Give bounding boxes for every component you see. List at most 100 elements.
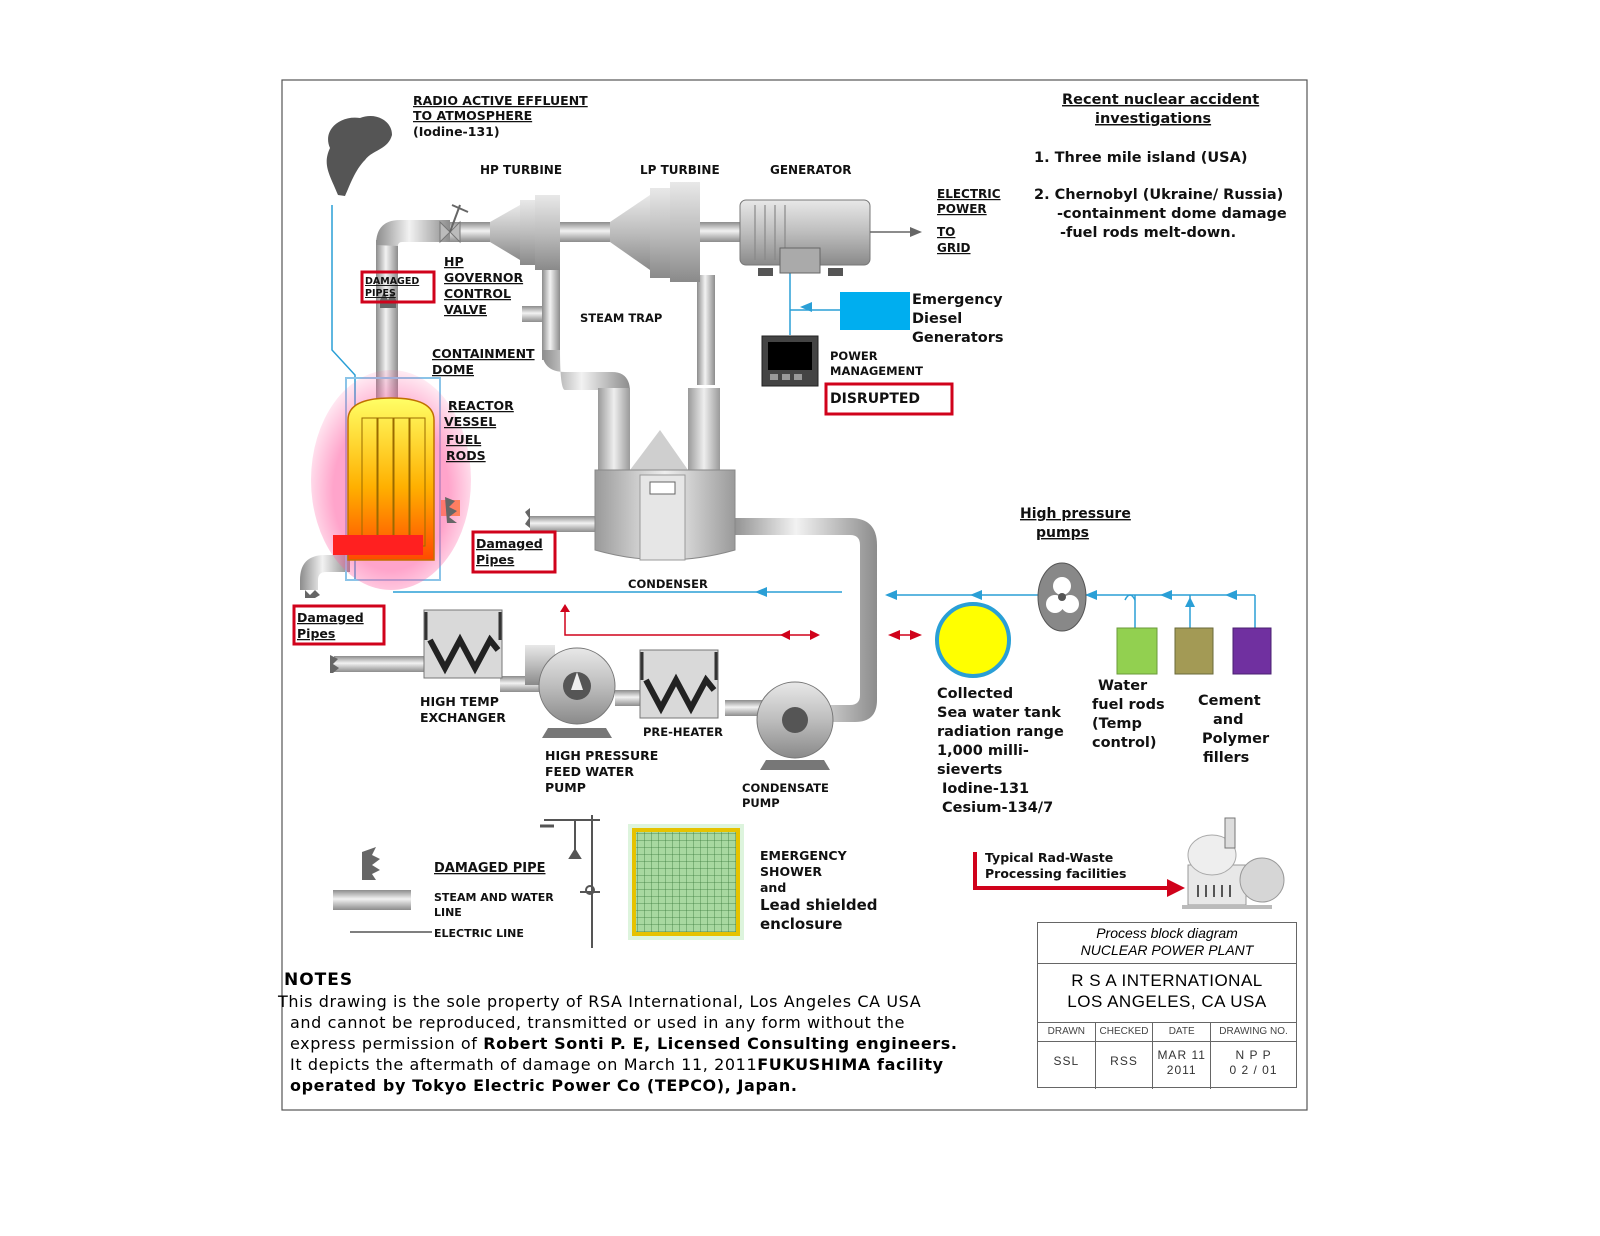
pre-heater-icon: [639, 649, 719, 719]
cement-polymer-line2: and: [1213, 712, 1244, 728]
emergency-diesel-box: [840, 292, 910, 330]
electric-power-line2: POWER: [937, 202, 987, 216]
notes-line2: and cannot be reproduced, transmitted or…: [290, 1013, 906, 1032]
investigation-item-3: -containment dome damage: [1057, 206, 1287, 222]
rad-waste-line2: Processing facilities: [985, 866, 1126, 881]
condensate-pump-line1: CONDENSATE: [742, 781, 829, 795]
date-value-line2: 2011: [1166, 1063, 1197, 1077]
sea-water-tank-icon: [935, 602, 1011, 678]
effluent-label: RADIO ACTIVE EFFLUENT TO ATMOSPHERE (Iod…: [413, 93, 588, 139]
notes-line5-bold: operated by Tokyo Electric Power Co (TEP…: [290, 1076, 798, 1095]
cement-polymer-line1: Cement: [1198, 693, 1261, 709]
effluent-label-line2: TO ATMOSPHERE: [413, 108, 532, 123]
hp-feed-water-pump-line1: HIGH PRESSURE: [545, 748, 658, 763]
hp-governor-line1: HP: [444, 254, 464, 269]
title-block-company: R S A INTERNATIONAL LOS ANGELES, CA USA: [1038, 964, 1296, 1023]
containment-dome-line2: DOME: [432, 362, 474, 377]
notes-line5: operated by Tokyo Electric Power Co (TEP…: [284, 1075, 1004, 1096]
reactor-vessel-label: REACTOR VESSEL: [444, 398, 514, 429]
investigations-panel: Recent nuclear accident investigations 1…: [1034, 92, 1287, 241]
date-value-line1: MAR 11: [1157, 1048, 1206, 1062]
notes-line4-bold: FUKUSHIMA facility: [757, 1055, 944, 1074]
investigation-item-1: 1. Three mile island (USA): [1034, 150, 1247, 166]
title-block-subtitle-line2: NUCLEAR POWER PLANT: [1080, 942, 1254, 958]
steam-pipes: [300, 220, 877, 722]
drawing-frame: [281, 79, 1308, 1111]
collected-tank-line5: sieverts: [937, 762, 1002, 778]
reactor-vessel-line2: VESSEL: [444, 414, 496, 429]
generator-icon: [739, 199, 922, 276]
cement-polymer-line4: fillers: [1203, 750, 1249, 766]
damaged-pipes-left-line1: Damaged: [297, 610, 364, 625]
lp-turbine-label: LP TURBINE: [640, 163, 720, 177]
hp-turbine-label: HP TURBINE: [480, 163, 562, 177]
emergency-diesel-line3: Generators: [912, 330, 1004, 346]
checked-value: RSS: [1110, 1054, 1138, 1068]
high-temp-exchanger-line1: HIGH TEMP: [420, 694, 499, 709]
power-management-label: POWER MANAGEMENT: [830, 349, 923, 378]
notes-line4-text: It depicts the aftermath of damage on Ma…: [290, 1055, 758, 1074]
smoke-plume-icon: [326, 115, 392, 196]
date-header: DATE: [1153, 1023, 1211, 1042]
title-block: Process block diagram NUCLEAR POWER PLAN…: [1037, 922, 1297, 1089]
pre-heater-label: PRE-HEATER: [643, 725, 723, 739]
notes-line3-bold: Robert Sonti P. E, Licensed Consulting e…: [483, 1034, 958, 1053]
checked-header: CHECKED: [1095, 1023, 1153, 1042]
high-temp-exchanger-label: HIGH TEMP EXCHANGER: [420, 694, 506, 725]
legend-symbols: [333, 847, 432, 933]
rad-waste-line1: Typical Rad-Waste: [985, 850, 1113, 865]
damaged-pipe-icons: [305, 292, 530, 673]
collected-tank-line7: Cesium-134/7: [942, 800, 1053, 816]
fuel-rods-line1: FUEL: [446, 432, 481, 447]
condensate-pump-label: CONDENSATE PUMP: [742, 781, 829, 810]
condenser-icon: [594, 388, 736, 561]
legend-steam-water-line1: STEAM AND WATER: [434, 891, 554, 904]
water-fuel-rods-line2: fuel rods: [1092, 697, 1165, 713]
hp-governor-line3: CONTROL: [444, 286, 511, 301]
condensate-pump-icon: [756, 681, 834, 770]
steam-trap-label: STEAM TRAP: [580, 311, 662, 325]
investigations-title-line2: investigations: [1095, 111, 1211, 127]
polymer-tank: [1232, 627, 1272, 675]
collected-tank-line6: Iodine-131: [942, 781, 1029, 797]
title-block-company-line2: LOS ANGELES, CA USA: [1067, 992, 1267, 1011]
hp-turbine-icon: [490, 195, 560, 270]
emergency-diesel-line2: Diesel: [912, 311, 962, 327]
collected-tank-line2: Sea water tank: [937, 705, 1061, 721]
collected-tank-label: Collected Sea water tank radiation range…: [937, 686, 1064, 816]
reactor-vessel-icon: [311, 370, 471, 590]
notes-line3-text: express permission of: [290, 1034, 484, 1053]
emergency-shower-label: EMERGENCY SHOWER and Lead shielded enclo…: [760, 848, 878, 933]
condenser-label: CONDENSER: [628, 577, 708, 591]
electric-power-line3: TO: [937, 225, 955, 239]
hp-feed-water-pump-icon: [525, 645, 616, 738]
water-fuel-rods-line4: control): [1092, 735, 1157, 751]
damaged-pipes-mid-line1: Damaged: [476, 536, 543, 551]
legend-electric-line-label: ELECTRIC LINE: [434, 927, 524, 940]
cement-polymer-line3: Polymer: [1202, 731, 1270, 747]
drawing-no-value: N P P 0 2 / 01: [1211, 1042, 1296, 1078]
emergency-shower-line4: Lead shielded: [760, 896, 878, 914]
emergency-shower-line3: and: [760, 880, 786, 895]
condensate-pump-line2: PUMP: [742, 796, 780, 810]
fuel-rods-label: FUEL RODS: [446, 432, 486, 463]
damaged-pipes-left-line2: Pipes: [297, 626, 335, 641]
title-block-company-line1: R S A INTERNATIONAL: [1071, 971, 1263, 990]
notes-heading: NOTES: [284, 970, 354, 990]
title-block-subtitle: Process block diagram NUCLEAR POWER PLAN…: [1038, 923, 1296, 964]
emergency-shower-line5: enclosure: [760, 915, 842, 933]
emergency-shower-line1: EMERGENCY: [760, 848, 848, 863]
effluent-label-line1: RADIO ACTIVE EFFLUENT: [413, 93, 588, 108]
water-fuel-rods-tank: [1116, 627, 1158, 675]
title-block-subtitle-line1: Process block diagram: [1096, 925, 1238, 941]
fuel-rods-line2: RODS: [446, 448, 486, 463]
high-temp-exchanger-line2: EXCHANGER: [420, 710, 506, 725]
notes-line1: This drawing is the sole property of RSA…: [278, 992, 922, 1011]
damaged-pipes-top-label: DAMAGED PIPES: [365, 276, 419, 299]
title-block-checked: CHECKED RSS: [1095, 1023, 1154, 1089]
electric-power-label: ELECTRIC POWER TO GRID: [937, 187, 1001, 255]
emergency-diesel-line1: Emergency: [912, 292, 1003, 308]
investigation-item-4: -fuel rods melt-down.: [1060, 225, 1236, 241]
hp-feed-water-pump-label: HIGH PRESSURE FEED WATER PUMP: [545, 748, 658, 795]
